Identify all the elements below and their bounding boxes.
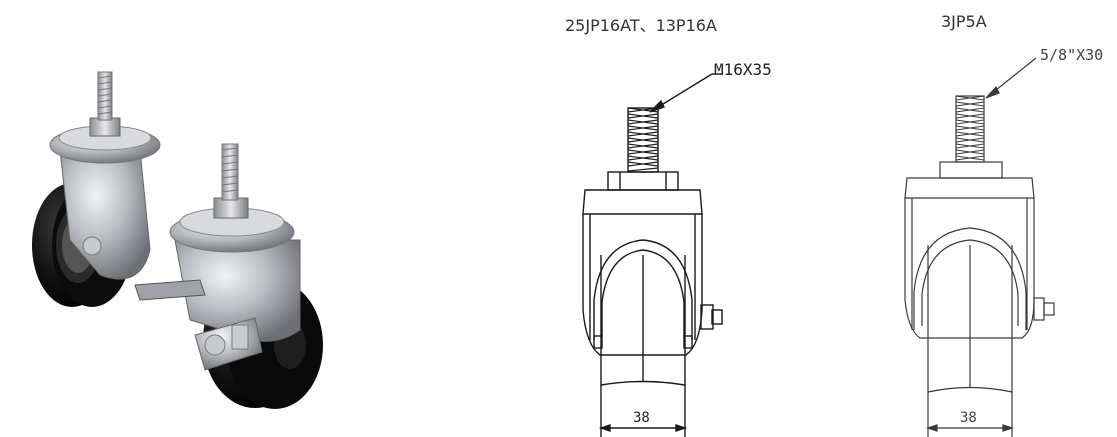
drawing-2-width-label: 38 (960, 410, 977, 426)
right-caster (134, 143, 323, 409)
caster-wheels-photo (32, 71, 323, 409)
drawing-2-thread-label: 5/8"X30 (1040, 46, 1104, 64)
drawing-1-thread-label: M16X35 (714, 60, 772, 79)
drawing-1-width-label: 38 (633, 410, 650, 426)
drawing-2-title: 3JP5A (941, 12, 987, 31)
caster-drawing-2 (904, 57, 1055, 437)
caster-drawing-1 (582, 73, 723, 437)
left-caster (32, 71, 161, 307)
drawing-1-title: 25JP16AT、13P16A (565, 16, 717, 35)
